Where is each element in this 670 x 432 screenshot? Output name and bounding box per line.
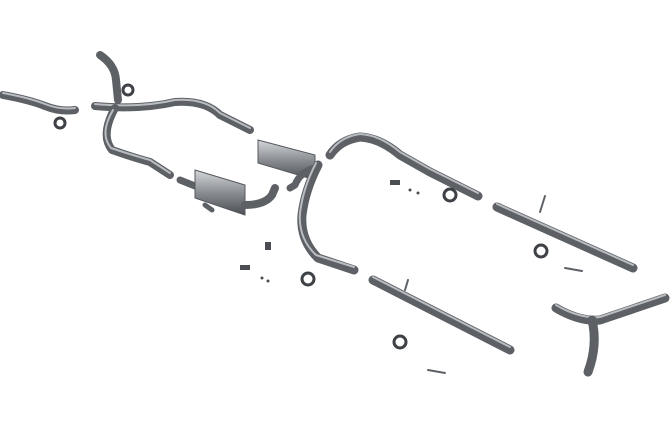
muffler-left bbox=[176, 169, 279, 216]
tailpipes bbox=[368, 195, 638, 355]
clamps-and-hardware bbox=[53, 83, 583, 374]
rear-y-pipe bbox=[551, 293, 670, 377]
x-pipe bbox=[91, 51, 254, 179]
front-pipe-left bbox=[0, 91, 79, 115]
y-pipe bbox=[297, 132, 483, 275]
